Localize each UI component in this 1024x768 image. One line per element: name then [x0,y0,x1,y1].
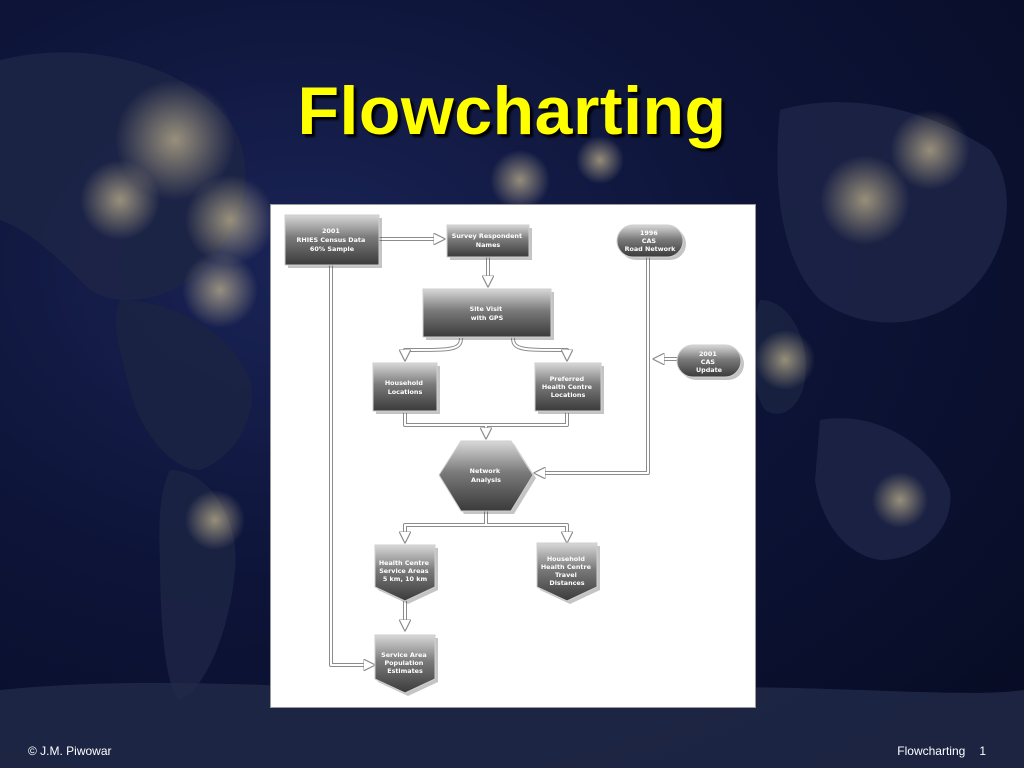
svg-text:Site Visit with GPS: Site Visit with GPS [470,305,505,322]
node-household-locations: Household Locations [372,362,440,414]
node-service-areas: Health Centre Service Areas 5 km, 10 km [374,544,438,604]
footer-right: Flowcharting 1 [883,744,986,758]
node-census-text: 2001 RHIES Census Data 60% Sample [296,227,367,253]
svg-text:Health Centre Servic: Health Centre Service Areas 5 km, 10 km [379,559,431,583]
svg-text:Household Locations: Household Locations [385,379,425,396]
connectors [329,239,677,665]
svg-text:1996 CAS R: 1996 CAS Road Network [625,229,677,253]
node-population-estimates: Service Area Population Estimates [374,634,438,696]
node-preferred-health-centre: Preferred Health Centre Locations [534,362,604,414]
node-road-network: 1996 CAS Road Network [616,224,686,260]
footer-copyright: © J.M. Piwowar [28,744,112,758]
flowchart-panel: 2001 RHIES Census Data 60% Sample Survey… [270,204,756,708]
node-site-visit: Site Visit with GPS [422,288,554,340]
node-travel-distances: Household Health Centre Travel Distances [536,542,600,604]
svg-text:Survey Respondent Na: Survey Respondent Names [452,232,525,249]
flowchart-diagram: 2001 RHIES Census Data 60% Sample Survey… [284,214,744,696]
node-census-data: 2001 RHIES Census Data 60% Sample [284,214,382,268]
svg-text:2001 CAS U: 2001 CAS Update [696,350,723,374]
page-number: 1 [979,744,986,758]
node-survey-respondents: Survey Respondent Names [446,224,532,260]
slide-title: Flowcharting [297,73,727,149]
node-network-analysis: Network Analysis [438,440,536,514]
svg-text:Preferred Health Cen: Preferred Health Centre Locations [542,375,594,399]
svg-text:Network Analysis: Network Analysis [470,467,503,484]
svg-text:Service Area Populat: Service Area Population Estimates [381,651,429,675]
node-cas-update: 2001 CAS Update [676,344,744,380]
footer-title: Flowcharting [897,744,966,758]
svg-text:Household Health Cen: Household Health Centre Travel Distances [541,555,593,587]
